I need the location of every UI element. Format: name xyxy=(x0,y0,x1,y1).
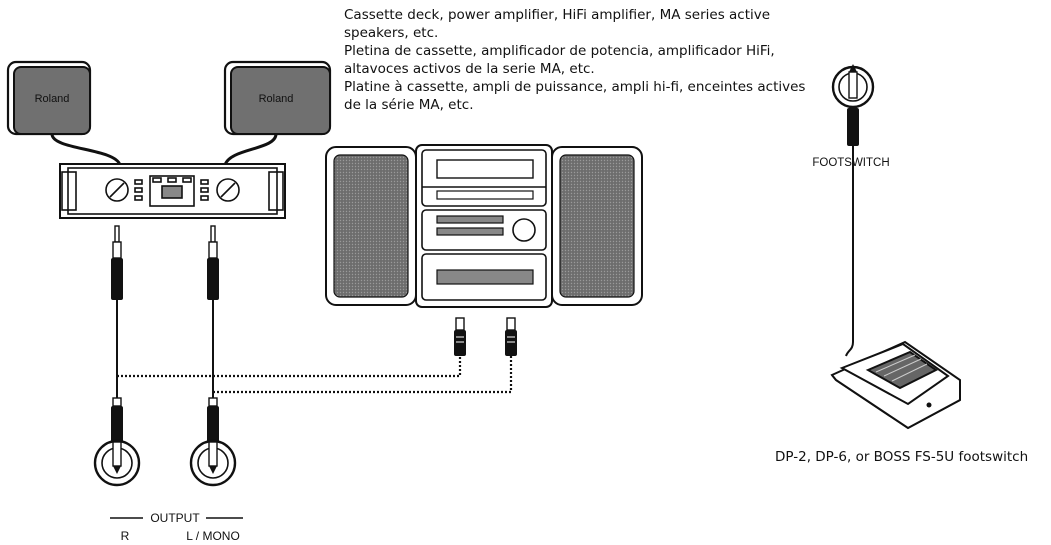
output-right-plug xyxy=(111,397,123,444)
speaker-right: Roland xyxy=(223,60,332,136)
footswitch-jack xyxy=(831,64,875,146)
footswitch-pedal xyxy=(830,340,961,430)
speaker-left-brand: Roland xyxy=(35,93,70,105)
output-group-label: OUTPUT xyxy=(150,511,200,525)
caption-english: Cassette deck, power amplifier, HiFi amp… xyxy=(344,7,771,41)
speaker-right-cable xyxy=(223,133,278,166)
speaker-left: Roland xyxy=(6,60,92,136)
output-left-label: L / MONO xyxy=(186,529,240,543)
speaker-left-cable xyxy=(50,133,122,166)
rca-right-plug xyxy=(454,317,466,356)
footswitch-jack-label: FOOTSWITCH xyxy=(812,157,889,169)
output-left-plug xyxy=(207,397,219,444)
speaker-right-brand: Roland xyxy=(259,93,294,105)
caption-spanish: Pletina de cassette, amplificador de pot… xyxy=(344,43,775,77)
footswitch-caption: DP-2, DP-6, or BOSS FS-5U footswitch xyxy=(775,449,1029,465)
output-right-jack xyxy=(93,439,141,487)
amp-left-plug xyxy=(207,225,219,300)
rca-left-plug xyxy=(505,317,517,356)
stereo-system xyxy=(325,144,643,308)
power-amplifier xyxy=(59,163,286,219)
rca-right-dotted-cable xyxy=(117,356,462,378)
footswitch-cable xyxy=(845,146,854,357)
amp-right-plug xyxy=(111,225,123,300)
output-left-jack xyxy=(189,439,237,487)
caption-french: Platine à cassette, ampli de puissance, … xyxy=(344,79,806,113)
output-right-label: R xyxy=(121,529,130,543)
connection-caption: Cassette deck, power amplifier, HiFi amp… xyxy=(344,6,814,114)
rca-left-dotted-cable xyxy=(213,356,513,394)
